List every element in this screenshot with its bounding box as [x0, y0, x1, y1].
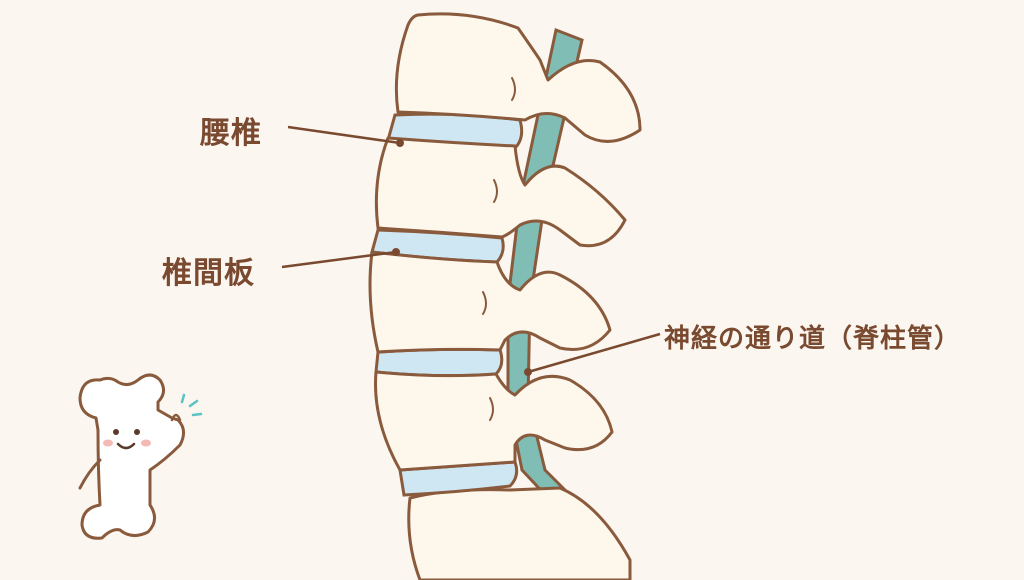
- sacrum: [407, 486, 632, 580]
- disc-3: [374, 347, 504, 378]
- vertebra-3: [368, 250, 612, 354]
- leader-lumbar: [287, 125, 401, 145]
- sparkle-icon: [180, 393, 203, 417]
- leader-nerve-dot: [524, 368, 532, 376]
- label-nerve-pathway: 神経の通り道（脊柱管）: [664, 324, 962, 354]
- leader-disc-dot: [392, 248, 400, 256]
- label-intervertebral-disc: 椎間板: [162, 256, 255, 291]
- leader-lumbar-dot: [396, 139, 404, 147]
- label-lumbar-vertebra: 腰椎: [200, 116, 262, 151]
- vertebra-2: [374, 136, 627, 248]
- leader-nerve: [527, 332, 661, 374]
- vertebra-1: [394, 12, 642, 143]
- bone-mascot-icon: [78, 373, 185, 540]
- vertebra-4: [374, 370, 614, 472]
- leader-disc: [281, 250, 397, 269]
